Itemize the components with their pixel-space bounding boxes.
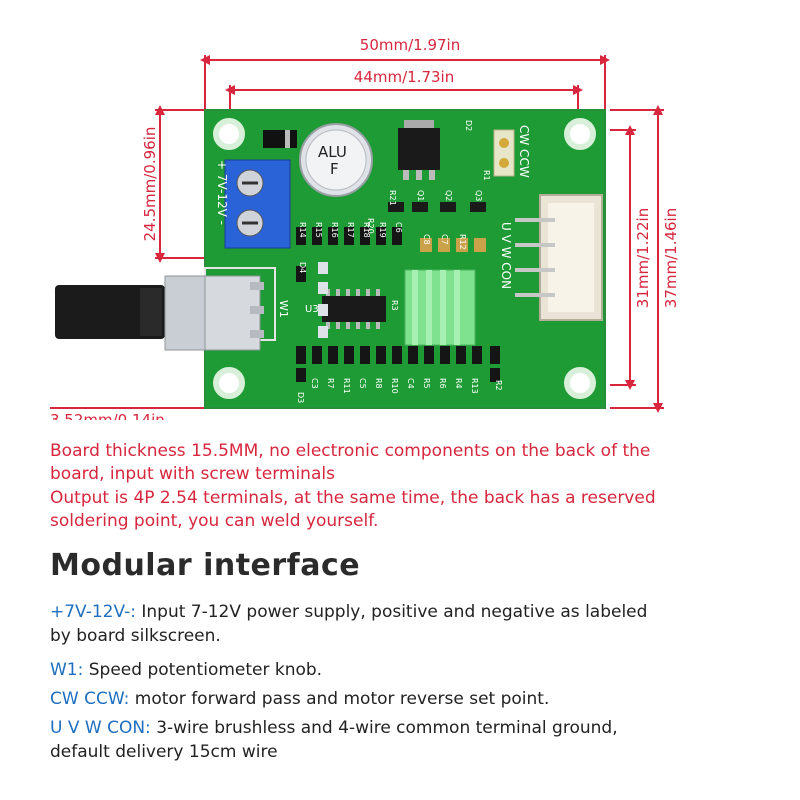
mounting-hole-icon	[213, 118, 596, 399]
spec-key: +7V-12V-:	[50, 602, 136, 622]
spec-text: 3-wire brushless and 4-wire common termi…	[150, 718, 618, 738]
svg-text:F: F	[330, 160, 339, 178]
silkscreen-label: Q3	[474, 190, 483, 201]
spec-text: Speed potentiometer knob.	[83, 660, 323, 680]
silkscreen-label: R8	[374, 378, 383, 389]
spec-text: motor forward pass and motor reverse set…	[129, 689, 550, 709]
silkscreen-label: R4	[454, 378, 463, 389]
silkscreen-label: R7	[326, 378, 335, 389]
dim-inner-height: 31mm/1.22in	[634, 208, 652, 308]
dimension-lines	[50, 55, 664, 413]
pot-label: W1	[277, 300, 290, 318]
board-illustration: + 7V-12V - ALU F CW CCW U V W CON	[50, 36, 680, 420]
silkscreen-label: R2	[494, 380, 503, 391]
silkscreen-label: R20	[366, 218, 375, 234]
silkscreen-label: R5	[422, 378, 431, 389]
transistors	[388, 202, 486, 212]
note-line-2: board, input with screw terminals	[50, 464, 335, 484]
silkscreen-label: R15	[314, 222, 323, 238]
dim-hole-width: 44mm/1.73in	[354, 68, 454, 86]
silkscreen-label: R12	[458, 234, 467, 250]
silkscreen-label: R21	[388, 190, 397, 206]
spec-pot: W1: Speed potentiometer knob.	[50, 658, 770, 682]
silkscreen-label: C5	[358, 378, 367, 389]
silkscreen-label: C4	[406, 378, 415, 389]
spec-uvw: U V W CON: 3-wire brushless and 4-wire c…	[50, 716, 770, 764]
terminal-label: + 7V-12V -	[215, 160, 229, 225]
silkscreen-label: D4	[298, 262, 307, 273]
silkscreen-label: R6	[438, 378, 447, 389]
spec-power: +7V-12V-: Input 7-12V power supply, posi…	[50, 600, 770, 648]
cw-ccw-label: CW CCW	[517, 125, 531, 178]
silkscreen-label: R10	[390, 378, 399, 394]
dim-hole-offset: 3.52mm/0.14in	[50, 411, 165, 420]
note-line-1: Board thickness 15.5MM, no electronic co…	[50, 441, 651, 461]
spec-text: Input 7-12V power supply, positive and n…	[135, 602, 648, 622]
smd-components	[296, 227, 500, 382]
cw-ccw-pads	[493, 129, 515, 177]
silkscreen-label: R18	[362, 222, 371, 238]
silkscreen-label: C6	[394, 222, 403, 233]
silkscreen-label: R1	[482, 170, 491, 181]
silkscreen-label: D3	[296, 392, 305, 403]
silkscreen-label: Q1	[416, 190, 425, 201]
dim-left-height: 24.5mm/0.96in	[141, 127, 159, 242]
spec-key: W1:	[50, 660, 84, 680]
section-heading: Modular interface	[50, 548, 361, 583]
output-connector	[515, 194, 603, 321]
spec-cont: by board silkscreen.	[50, 626, 221, 646]
silkscreen-label: R14	[298, 222, 307, 238]
silkscreen-label: D2	[464, 120, 473, 131]
note-line-3: Output is 4P 2.54 terminals, at the same…	[50, 488, 656, 508]
voltage-regulator	[398, 120, 440, 180]
silkscreen-label: R3	[390, 300, 399, 311]
silkscreen-label: R19	[378, 222, 387, 238]
heatsink	[404, 269, 476, 346]
capacitor: ALU F	[299, 123, 373, 197]
silkscreen-label: C8	[422, 234, 431, 245]
silkscreen-label: R11	[342, 378, 351, 394]
svg-text:ALU: ALU	[318, 143, 347, 161]
silkscreen-label: C7	[440, 234, 449, 245]
uvw-label: U V W CON	[499, 222, 513, 289]
silkscreen-label: R16	[330, 222, 339, 238]
chip-label: U3	[305, 304, 319, 315]
dim-outer-width: 50mm/1.97in	[360, 36, 460, 54]
silkscreen-label: C3	[310, 378, 319, 389]
potentiometer	[55, 267, 276, 351]
spec-cw-ccw: CW CCW: motor forward pass and motor rev…	[50, 687, 770, 711]
dim-outer-height: 37mm/1.46in	[662, 208, 680, 308]
silkscreen-label: Q2	[444, 190, 453, 201]
note-line-4: soldering point, you can weld yourself.	[50, 511, 379, 531]
spec-cont: default delivery 15cm wire	[50, 742, 278, 762]
silkscreen-label: R13	[470, 378, 479, 394]
spec-key: CW CCW:	[50, 689, 130, 709]
screw-terminal	[224, 159, 291, 249]
silkscreen-label: R17	[346, 222, 355, 238]
spec-key: U V W CON:	[50, 718, 151, 738]
